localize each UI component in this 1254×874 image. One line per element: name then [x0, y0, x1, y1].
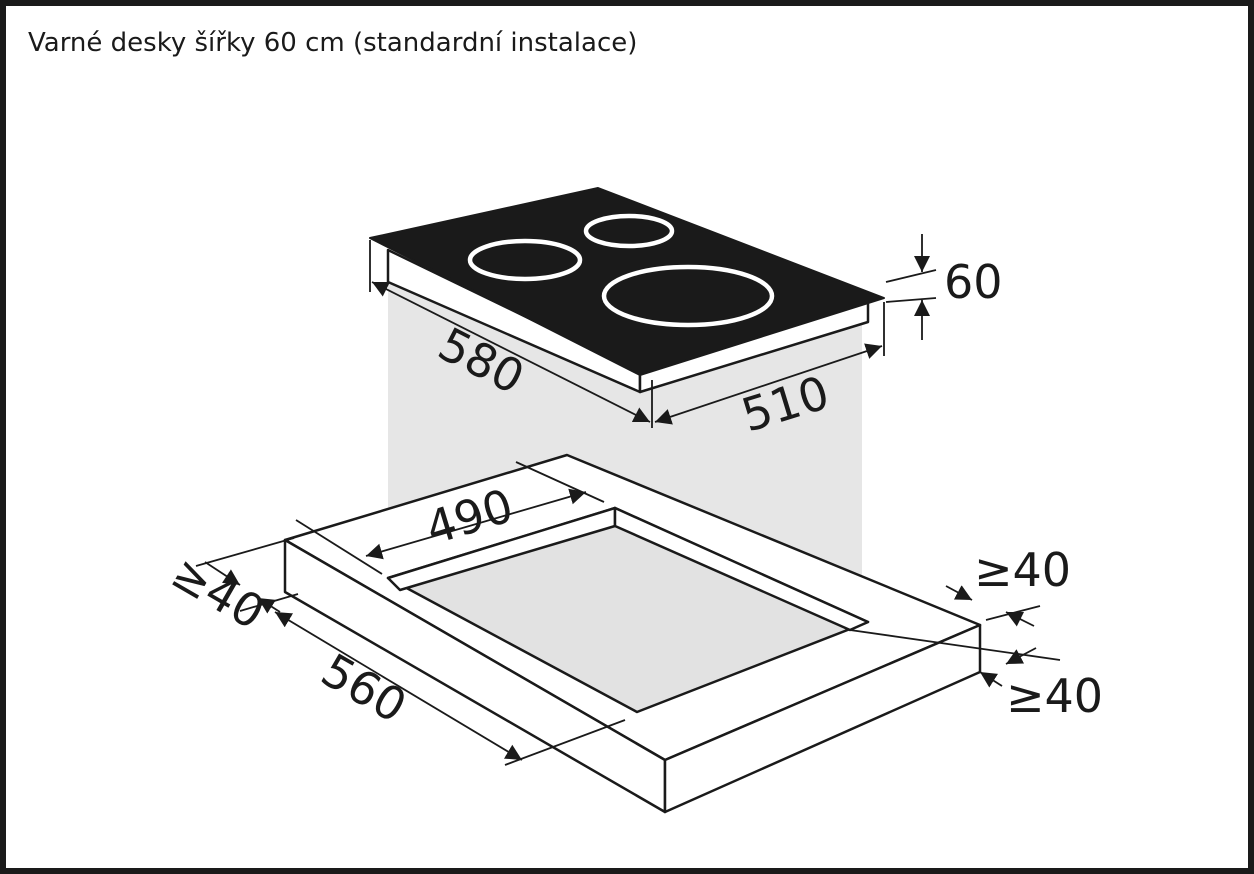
dim-580-line [371, 281, 651, 423]
dim-side-clearance-ext-1 [849, 629, 1061, 661]
dim-front-clearance-arrow-2 [257, 597, 281, 614]
dim-60-ext-bottom [885, 297, 937, 303]
dim-510-line [654, 343, 883, 425]
cooking-zone-left [467, 238, 583, 282]
dim-back-clearance-arrow-1 [1005, 647, 1037, 665]
dim-490-line [365, 488, 587, 560]
dim-560-ext [504, 719, 626, 766]
dim-60-ext-top [885, 269, 937, 283]
dim-front-clearance-ext-1 [195, 537, 295, 567]
dim-back-clearance-arrow-2 [979, 671, 1003, 688]
dim-560-line [274, 611, 523, 761]
dim-side-clearance-arrow-1 [945, 585, 973, 601]
dim-side-clearance-ext-2 [985, 605, 1041, 621]
label-60: 60 [944, 255, 1003, 309]
label-back-clearance: ≥40 [1006, 669, 1103, 723]
dim-side-clearance-arrow-2 [1005, 611, 1035, 627]
dim-front-clearance-arrow-1 [204, 561, 241, 586]
label-side-clearance: ≥40 [974, 543, 1071, 597]
dim-490-ext-front [295, 519, 383, 575]
cooking-zone-back [583, 213, 675, 249]
dim-490-ext-back [515, 461, 605, 503]
diagram-title: Varné desky šířky 60 cm (standardní inst… [28, 28, 638, 58]
